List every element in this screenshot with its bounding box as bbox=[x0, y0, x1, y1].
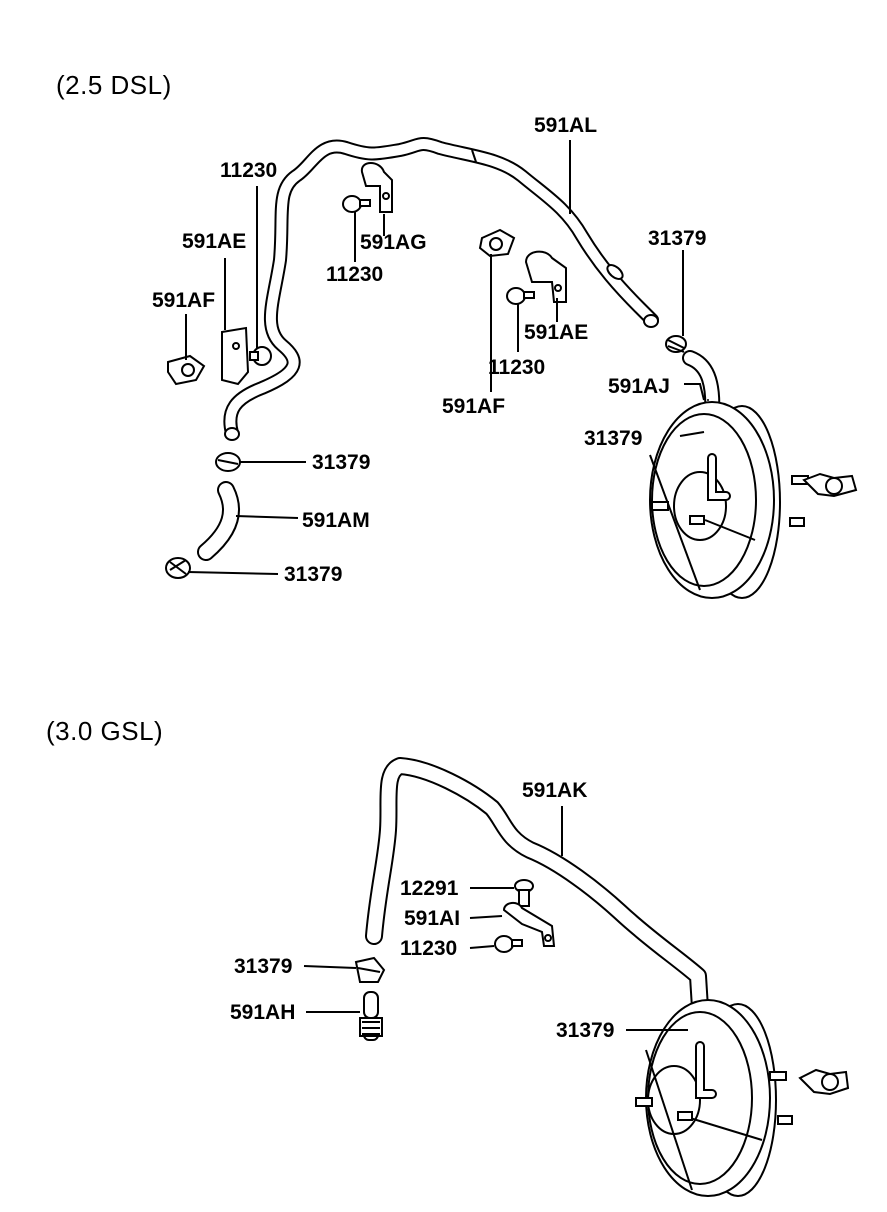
vacuum-hose-591AK bbox=[365, 757, 709, 1017]
bracket-591AE-right bbox=[524, 250, 567, 303]
part-label-591AL: 591AL bbox=[534, 114, 598, 137]
clamp-591AG bbox=[360, 162, 393, 213]
part-label-591AM: 591AM bbox=[302, 509, 370, 532]
part-label-31379: 31379 bbox=[234, 955, 293, 978]
part-label-591AE: 591AE bbox=[524, 321, 589, 344]
clamp-31379-upper-right bbox=[665, 335, 687, 353]
part-label-591AK: 591AK bbox=[522, 779, 588, 802]
brake-booster-2 bbox=[635, 999, 850, 1197]
clip-591AF-left bbox=[167, 354, 206, 386]
part-label-591AG: 591AG bbox=[360, 231, 427, 254]
vacuum-hose-591AL bbox=[223, 137, 659, 441]
part-label-591AF: 591AF bbox=[442, 395, 506, 418]
part-label-31379: 31379 bbox=[556, 1019, 615, 1042]
clamp-31379-left-mid bbox=[215, 452, 241, 472]
part-label-11230: 11230 bbox=[488, 356, 546, 379]
part-label-31379: 31379 bbox=[584, 427, 643, 450]
bracket-591AE-left bbox=[221, 326, 250, 386]
part-label-591AJ: 591AJ bbox=[608, 375, 670, 398]
part-label-31379: 31379 bbox=[648, 227, 707, 250]
part-label-31379: 31379 bbox=[312, 451, 371, 474]
bolt-11230-left bbox=[249, 346, 272, 366]
hose-591AM bbox=[197, 481, 241, 561]
fitting-591AH bbox=[359, 991, 383, 1041]
part-label-11230: 11230 bbox=[326, 263, 384, 286]
section-title-3-0-gsl: (3.0 GSL) bbox=[46, 716, 164, 746]
bolt-11230-mid bbox=[342, 195, 371, 213]
part-label-12291: 12291 bbox=[400, 877, 459, 900]
clamp-31379-lower-left bbox=[354, 956, 386, 983]
part-label-591AF: 591AF bbox=[152, 289, 216, 312]
part-label-591AE: 591AE bbox=[182, 230, 247, 253]
bolt-11230-right bbox=[506, 287, 535, 305]
clip-591AF-right bbox=[478, 228, 516, 258]
part-label-11230: 11230 bbox=[220, 159, 278, 182]
brake-booster-1 bbox=[649, 401, 858, 599]
part-label-11230: 11230 bbox=[400, 937, 458, 960]
bracket-591AI bbox=[502, 902, 556, 947]
section-title-2-5-dsl: (2.5 DSL) bbox=[56, 70, 172, 100]
clamp-31379-bottom-left bbox=[165, 557, 191, 579]
bolt-11230-lower bbox=[494, 935, 523, 953]
part-label-31379: 31379 bbox=[284, 563, 343, 586]
part-label-591AI: 591AI bbox=[404, 907, 461, 930]
bolt-12291 bbox=[514, 879, 534, 907]
part-label-591AH: 591AH bbox=[230, 1001, 296, 1024]
